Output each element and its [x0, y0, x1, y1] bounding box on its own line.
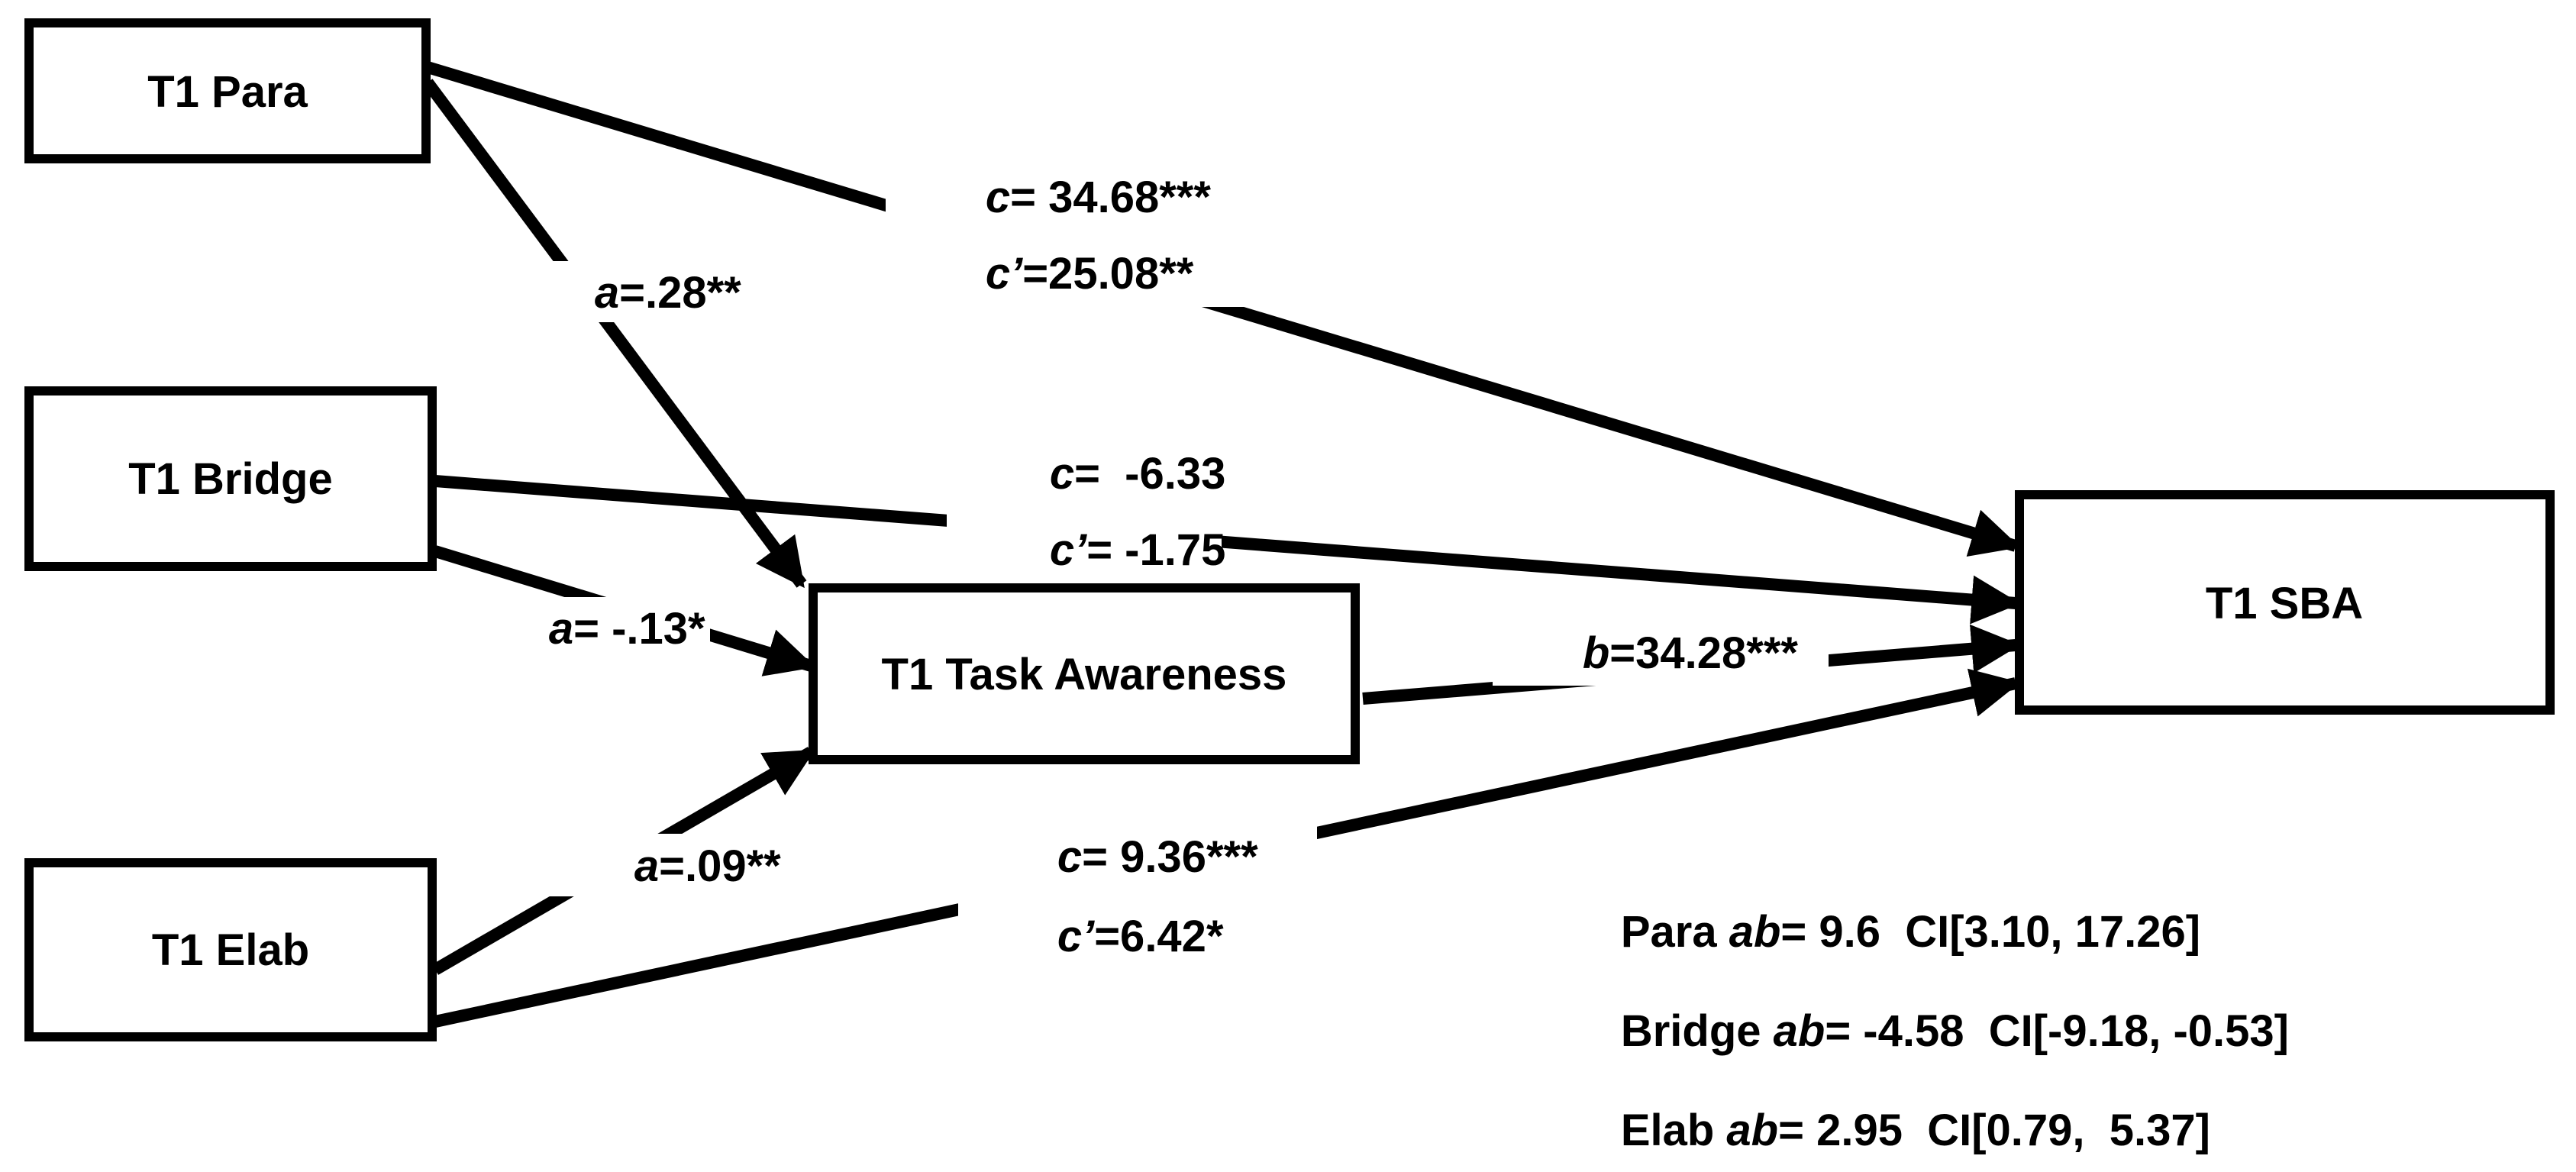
node-para-label: T1 Para — [147, 67, 308, 117]
label-bridge-c-prime: c’= -1.75 — [964, 525, 1287, 575]
indirect-effect-bridge: Bridge ab= -4.58 CI[-9.18, -0.53] — [1535, 1006, 2351, 1056]
label-bridge-a: a= -.13* — [463, 604, 767, 654]
node-sba: T1 SBA — [2015, 490, 2555, 715]
label-bridge-c: c= -6.33 — [964, 449, 1287, 499]
indirect-effect-elab: Elab ab= 2.95 CI[0.79, 5.37] — [1535, 1106, 2272, 1155]
label-b: b=34.28*** — [1496, 628, 1860, 678]
node-elab-label: T1 Elab — [152, 925, 309, 975]
indirect-effect-para: Para ab= 9.6 CI[3.10, 17.26] — [1535, 907, 2262, 957]
node-para: T1 Para — [24, 18, 431, 163]
indirect-effects: Para ab= 9.6 CI[3.10, 17.26] Bridge ab= … — [1535, 907, 2351, 1155]
label-para-c-prime: c’=25.08** — [899, 249, 1255, 299]
node-task-awareness-label: T1 Task Awareness — [882, 650, 1287, 699]
label-para-c: c= 34.68*** — [899, 173, 1273, 222]
label-elab-a: a=.09** — [548, 841, 842, 891]
label-elab-c-prime: c’=6.42* — [971, 912, 1285, 961]
node-task-awareness: T1 Task Awareness — [809, 583, 1360, 764]
node-bridge: T1 Bridge — [24, 386, 437, 571]
node-bridge-label: T1 Bridge — [128, 454, 333, 504]
label-para-a: a=.28** — [508, 268, 802, 318]
node-elab: T1 Elab — [24, 858, 437, 1041]
label-elab-c: c= 9.36*** — [971, 832, 1319, 882]
node-sba-label: T1 SBA — [2206, 579, 2363, 628]
path-labels: a=.28** c= 34.68*** c’=25.08** c= -6.33 … — [458, 162, 1860, 966]
edge-bridge-to-sba — [434, 475, 2021, 625]
